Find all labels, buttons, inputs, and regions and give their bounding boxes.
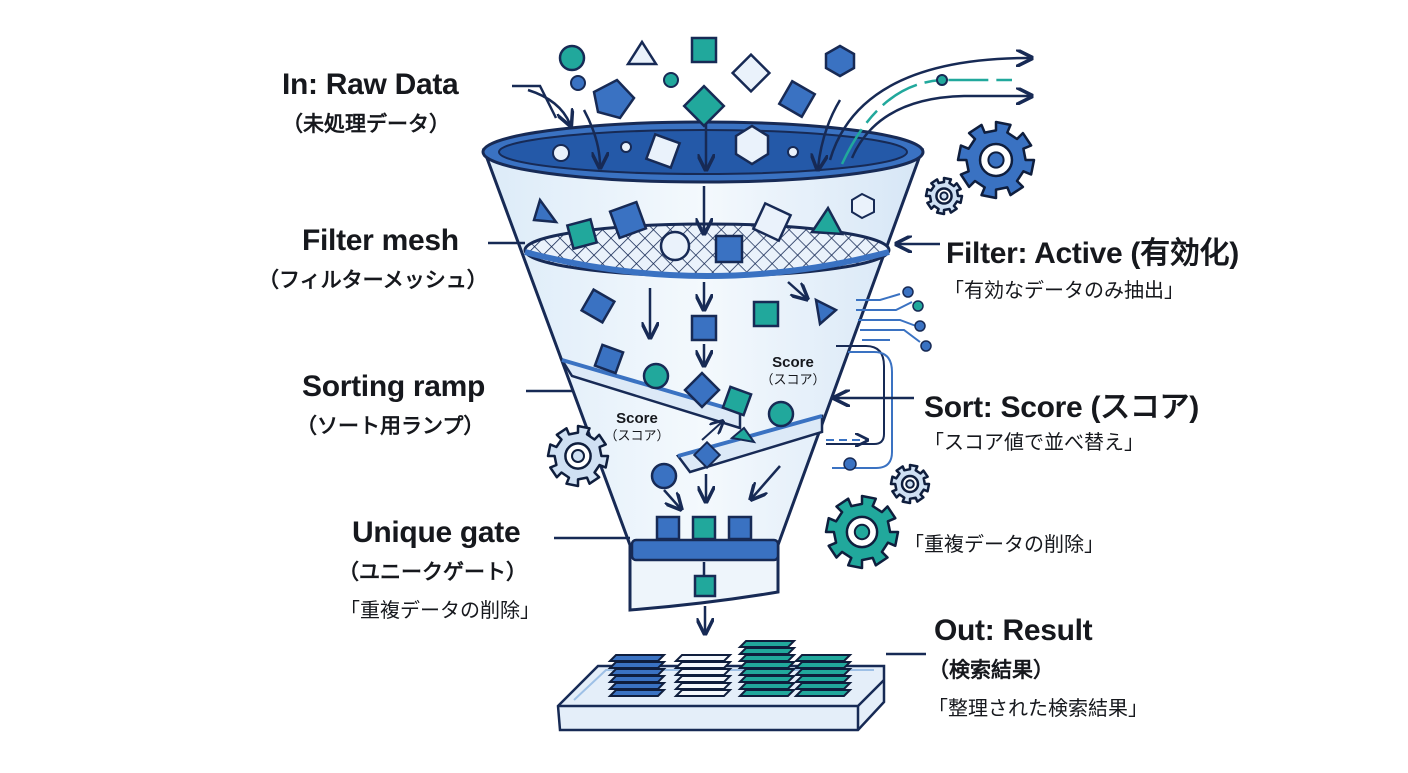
document-stack-icon [793, 689, 853, 697]
sorting-ramp-title: Sorting ramp [302, 370, 486, 403]
document-stack-icon [737, 668, 797, 676]
document-stack-icon [737, 654, 797, 662]
raw-square [690, 36, 718, 64]
ramp-upper-label-sub: （スコア） [760, 372, 826, 387]
output-subtitle: （検索結果） [928, 659, 1054, 682]
sorting-ramp-subtitle: （ソート用ランプ） [296, 415, 485, 438]
output-title: Out: Result [934, 614, 1093, 647]
filter-active-title: Filter: Active (有効化) [946, 237, 1239, 270]
document-stack-icon [737, 661, 797, 669]
document-stack-icon [673, 682, 733, 690]
gear-icon [824, 494, 900, 570]
document-stack-icon [607, 668, 667, 676]
raw-circle [558, 44, 586, 72]
document-stack-icon [737, 682, 797, 690]
document-stack-icon [607, 689, 667, 697]
ramp-lower-label-title: Score [616, 410, 658, 427]
gear-icon [956, 120, 1036, 200]
document-stack-icon [793, 661, 853, 669]
result-stacks [607, 640, 853, 697]
filter-active-note: 「有効なデータのみ抽出」 [944, 280, 1184, 302]
ramp-lower-label-sub: （スコア） [604, 428, 670, 443]
document-stack-icon [737, 647, 797, 655]
document-stack-icon [673, 668, 733, 676]
document-stack-icon [607, 654, 667, 662]
ramp-lower-label: Score （スコア） [602, 410, 672, 444]
unique-gate-subtitle: （ユニークゲート） [338, 561, 527, 584]
sort-score-note: 「スコア値で並べ替え」 [924, 432, 1144, 454]
gear-icon [924, 176, 964, 216]
gear-icon [889, 463, 931, 505]
document-stack-icon [737, 675, 797, 683]
gear-icon [546, 424, 610, 488]
raw-data-subtitle: （未処理データ） [282, 113, 450, 136]
document-stack-icon [793, 675, 853, 683]
filter-mesh-title: Filter mesh [302, 224, 459, 257]
document-stack-icon [673, 675, 733, 683]
raw-triangle [625, 39, 659, 66]
document-stack-icon [607, 675, 667, 683]
document-stack-icon [673, 654, 733, 662]
ramp-upper-label: Score （スコア） [758, 354, 828, 388]
unique-gate-title: Unique gate [352, 516, 521, 549]
filter-mesh-subtitle: （フィルターメッシュ） [258, 269, 488, 292]
ramp-upper-label-title: Score [772, 354, 814, 371]
document-stack-icon [607, 661, 667, 669]
document-stack-icon [607, 682, 667, 690]
document-stack-icon [793, 668, 853, 676]
document-stack-icon [793, 654, 853, 662]
unique-gate-band [630, 538, 780, 562]
raw-data-title: In: Raw Data [282, 68, 459, 101]
document-stack-icon [673, 689, 733, 697]
sort-score-title: Sort: Score (スコア) [924, 391, 1199, 424]
document-stack-icon [673, 661, 733, 669]
dedupe-note: 「重複データの削除」 [904, 534, 1104, 556]
document-stack-icon [793, 682, 853, 690]
unique-gate-note: 「重複データの削除」 [340, 600, 540, 622]
document-stack-icon [737, 689, 797, 697]
document-stack-icon [737, 640, 797, 648]
output-note: 「整理された検索結果」 [928, 698, 1148, 720]
